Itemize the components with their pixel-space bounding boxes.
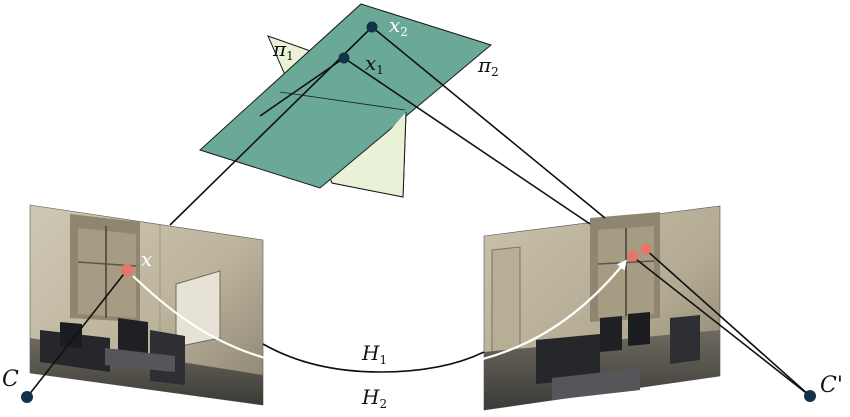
point-x1	[338, 52, 350, 64]
left-chair-back	[60, 322, 82, 348]
camera-center-c-prime	[804, 390, 816, 402]
right-desk	[536, 334, 600, 384]
ray-c-to-x2	[169, 26, 373, 226]
left-keyboard-area	[105, 348, 175, 372]
point-x2	[366, 21, 378, 33]
left-camera-image	[29, 204, 264, 406]
ray-x2-to-right-image	[371, 26, 606, 219]
right-keyboard-area	[552, 368, 640, 400]
camera-center-c	[21, 391, 33, 403]
ray-c-to-x1	[259, 57, 345, 117]
label-x2: x2	[389, 13, 408, 39]
plane-pi1-front	[331, 111, 407, 198]
plane-pi2-shape	[199, 3, 493, 189]
point-x-image	[121, 264, 133, 276]
plane-pi1-front-shape	[332, 112, 406, 197]
left-whiteboard	[175, 270, 221, 348]
label-h2: H2	[361, 385, 387, 411]
left-desk	[40, 330, 110, 372]
label-h1: H1	[361, 341, 387, 367]
ray-c-to-x	[27, 269, 128, 397]
label-x: x	[141, 247, 152, 271]
plane-pi2	[199, 3, 493, 189]
right-camera-image	[483, 205, 721, 411]
label-x1: x1	[365, 51, 384, 77]
ray-cprime-to-point-1	[631, 255, 811, 397]
ray-x1-to-right-image	[343, 57, 591, 225]
right-monitor	[600, 316, 622, 352]
homography-arrow-outside	[262, 343, 485, 373]
plane-pi1-front-edge	[331, 111, 407, 198]
label-pi2: π2	[477, 53, 499, 79]
point-x1-image	[627, 250, 639, 262]
right-chair	[670, 315, 700, 364]
ray-cprime-to-point-2	[644, 248, 811, 397]
rays	[27, 26, 811, 397]
label-c: C	[2, 367, 19, 392]
label-pi1: π1	[272, 37, 294, 63]
left-monitor	[118, 318, 148, 360]
right-monitor-2	[628, 312, 650, 346]
plane-intersection-line	[279, 91, 406, 111]
label-c-prime: C'	[820, 373, 843, 398]
point-x2-image	[640, 243, 652, 255]
